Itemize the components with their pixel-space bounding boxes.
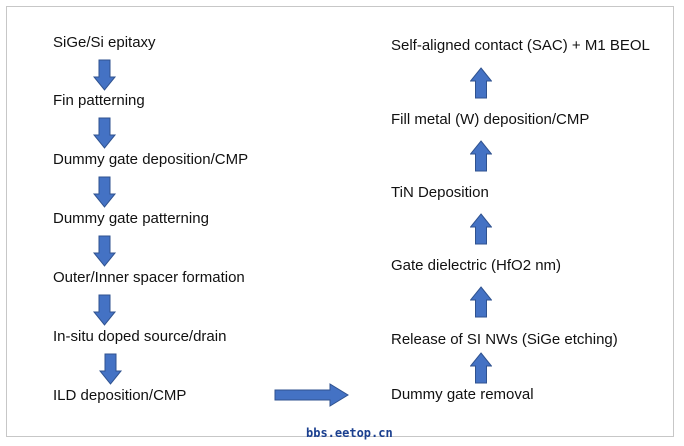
right-step-1: Self-aligned contact (SAC) + M1 BEOL <box>391 37 650 54</box>
flow-diagram-frame <box>6 6 674 437</box>
right-step-6: Dummy gate removal <box>391 386 534 403</box>
up-arrow-icon <box>470 213 492 245</box>
down-arrow-icon <box>93 235 117 267</box>
down-arrow-icon <box>93 294 117 326</box>
right-step-3: TiN Deposition <box>391 184 489 201</box>
watermark: bbs.eetop.cn <box>306 426 393 440</box>
right-step-4: Gate dielectric (HfO2 nm) <box>391 257 562 274</box>
left-step-3: Dummy gate deposition/CMP <box>53 151 249 168</box>
left-step-6: In-situ doped source/drain <box>53 328 227 345</box>
right-arrow-icon <box>274 383 349 407</box>
down-arrow-icon <box>99 353 123 385</box>
down-arrow-icon <box>93 59 117 91</box>
left-step-5: Outer/Inner spacer formation <box>53 269 245 286</box>
left-step-2: Fin patterning <box>53 92 145 109</box>
left-step-7: ILD deposition/CMP <box>53 387 187 404</box>
up-arrow-icon <box>470 67 492 99</box>
left-step-1: SiGe/Si epitaxy <box>53 34 156 51</box>
right-step-5: Release of SI NWs (SiGe etching) <box>391 331 618 348</box>
right-step-2: Fill metal (W) deposition/CMP <box>391 111 590 128</box>
up-arrow-icon <box>470 286 492 318</box>
down-arrow-icon <box>93 176 117 208</box>
up-arrow-icon <box>470 140 492 172</box>
up-arrow-icon <box>470 352 492 384</box>
down-arrow-icon <box>93 117 117 149</box>
left-step-4: Dummy gate patterning <box>53 210 209 227</box>
